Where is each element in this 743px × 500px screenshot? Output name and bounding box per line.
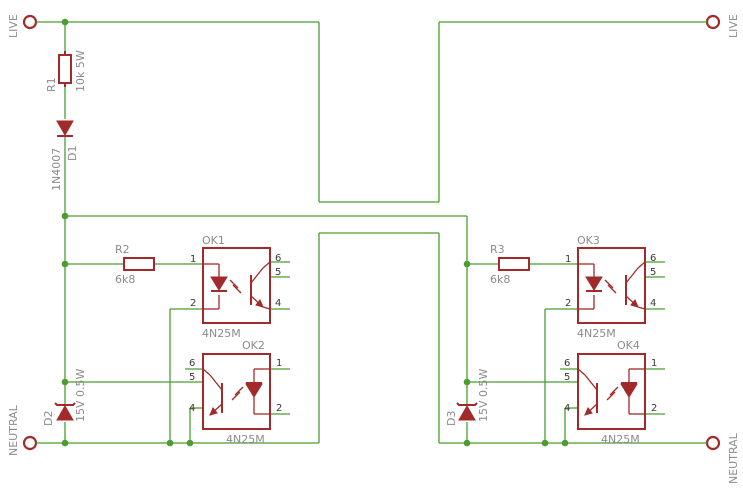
r1-name: R1: [45, 77, 58, 92]
d3-name: D3: [445, 411, 458, 426]
r2-value: 6k8: [115, 273, 135, 286]
net-label-live-right: LIVE: [727, 14, 740, 38]
junction-dot: [61, 439, 69, 447]
ok2-pin-2: 2: [276, 403, 282, 414]
neutral-right-terminal: [705, 435, 721, 451]
junction-dot: [561, 439, 569, 447]
live-left-terminal: [22, 14, 38, 30]
neutral-left-terminal: [22, 435, 38, 451]
ok3-name: OK3: [577, 234, 600, 247]
ok2-value: 4N25M: [226, 433, 265, 446]
ok1-pin-6: 6: [275, 253, 281, 264]
ok2-pin-6: 6: [189, 358, 195, 369]
ok3-pin-1: 1: [565, 254, 571, 265]
optocoupler-ok2: OK2 4N25M 6 5 4 1 2: [189, 339, 282, 446]
r1-value: 10k 5W: [74, 50, 87, 92]
ok3-pin-6: 6: [650, 253, 656, 264]
diode-d1: D1 1N4007: [50, 120, 79, 191]
resistor-r2: R2 6k8: [115, 243, 155, 286]
net-label-neutral-right: NEUTRAL: [727, 432, 740, 484]
ok4-pin-6: 6: [564, 358, 570, 369]
d2-name: D2: [42, 411, 55, 426]
junction-dot: [463, 378, 471, 386]
ok4-pin-1: 1: [651, 358, 657, 369]
junction-dot: [61, 212, 69, 220]
ok1-pin-5: 5: [275, 267, 281, 278]
junctions: [61, 18, 569, 447]
optocoupler-ok3: OK3 4N25M 1 2 6 5 4: [565, 234, 656, 340]
ok3-pin-5: 5: [650, 267, 656, 278]
ok1-pin-2: 2: [190, 298, 196, 309]
ok4-pin-2: 2: [651, 403, 657, 414]
ok4-name: OK4: [617, 339, 640, 352]
optocoupler-ok1: OK1 4N25M 1 2 6 5 4: [190, 234, 281, 340]
terminals: [22, 14, 721, 451]
ok1-pin-4: 4: [275, 298, 281, 309]
junction-dot: [463, 260, 471, 268]
zener-d3: D3 15V 0.5W: [445, 368, 490, 426]
ok2-pin-5: 5: [189, 372, 195, 383]
junction-dot: [463, 439, 471, 447]
ok1-pin-1: 1: [190, 254, 196, 265]
r3-name: R3: [490, 243, 505, 256]
d2-value: 15V 0.5W: [74, 368, 87, 422]
d1-name: D1: [66, 146, 79, 161]
ok3-pin-2: 2: [565, 298, 571, 309]
net-label-live-left: LIVE: [7, 14, 20, 38]
optocoupler-ok4: OK4 4N25M 6 5 4 1 2: [564, 339, 657, 446]
r2-name: R2: [115, 243, 130, 256]
r3-value: 6k8: [490, 273, 510, 286]
zener-d2: D2 15V 0.5W: [42, 368, 87, 426]
d1-value: 1N4007: [50, 148, 63, 191]
ok4-pin-4: 4: [564, 403, 570, 414]
ok1-value: 4N25M: [202, 327, 241, 340]
ok2-name: OK2: [242, 339, 265, 352]
live-right-terminal: [705, 14, 721, 30]
net-label-neutral-left: NEUTRAL: [7, 404, 20, 456]
d3-value: 15V 0.5W: [477, 368, 490, 422]
ok4-value: 4N25M: [601, 433, 640, 446]
resistor-r3: R3 6k8: [490, 243, 530, 286]
junction-dot: [166, 439, 174, 447]
junction-dot: [61, 260, 69, 268]
resistor-r1: R1 10k 5W: [45, 50, 87, 92]
junction-dot: [186, 439, 194, 447]
wires: [38, 21, 705, 444]
ok3-pin-4: 4: [650, 298, 656, 309]
ok4-pin-5: 5: [564, 372, 570, 383]
ok3-value: 4N25M: [577, 327, 616, 340]
ok2-pin-4: 4: [189, 403, 195, 414]
ok1-name: OK1: [202, 234, 225, 247]
junction-dot: [541, 439, 549, 447]
junction-dot: [61, 18, 69, 26]
junction-dot: [61, 378, 69, 386]
ok2-pin-1: 1: [276, 358, 282, 369]
